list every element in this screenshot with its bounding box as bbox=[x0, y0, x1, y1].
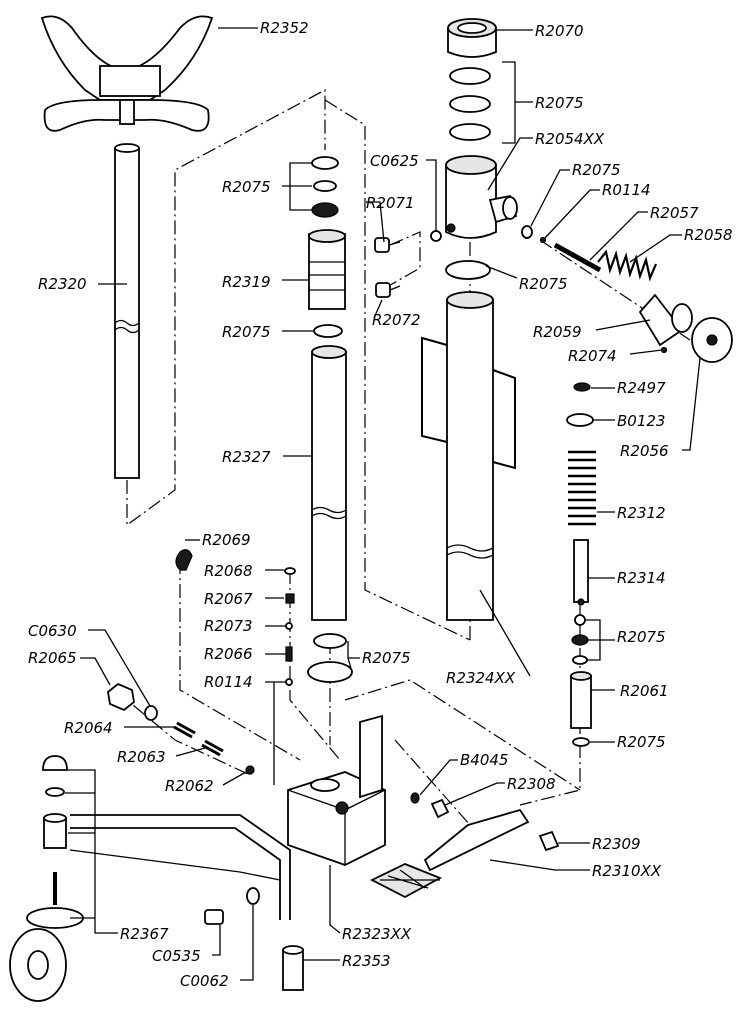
label-r2074: R2074 bbox=[568, 347, 617, 365]
part-b0123-washer bbox=[566, 413, 594, 427]
label-r2319: R2319 bbox=[222, 273, 271, 291]
label-r2327: R2327 bbox=[222, 448, 271, 466]
part-r2319-piston bbox=[308, 229, 346, 310]
part-r2312-spring bbox=[568, 450, 596, 526]
part-r2065-cap bbox=[107, 682, 135, 712]
part-r2323xx-base-block bbox=[69, 714, 386, 920]
label-r2075-e: R2075 bbox=[519, 275, 568, 293]
part-r2071-screw bbox=[374, 237, 401, 253]
part-r2056-knob bbox=[691, 317, 733, 363]
label-r2075-a: R2075 bbox=[535, 94, 584, 112]
part-b4045-r2308-r2309 bbox=[410, 792, 560, 852]
part-c0630-washer bbox=[144, 705, 158, 721]
label-r2057: R2057 bbox=[650, 204, 699, 222]
label-r2353: R2353 bbox=[342, 952, 391, 970]
leader-lines bbox=[65, 27, 701, 981]
label-r2312: R2312 bbox=[617, 504, 666, 522]
label-r2324xx: R2324XX bbox=[446, 669, 516, 687]
centerlines bbox=[114, 89, 691, 826]
label-r0114-a: R0114 bbox=[602, 181, 651, 199]
label-r2071: R2071 bbox=[366, 194, 415, 212]
part-r2310xx-pedal bbox=[369, 808, 530, 899]
label-r2309: R2309 bbox=[592, 835, 641, 853]
part-r0114-ball bbox=[539, 236, 547, 244]
part-r2074-ball bbox=[660, 346, 668, 354]
label-r2075-f: R2075 bbox=[617, 628, 666, 646]
part-r2061-valve bbox=[570, 671, 592, 729]
label-r2063: R2063 bbox=[117, 748, 166, 766]
label-r2062: R2062 bbox=[165, 777, 214, 795]
label-r0114-b: R0114 bbox=[204, 673, 253, 691]
label-r2075-d: R2075 bbox=[222, 323, 271, 341]
label-r2067: R2067 bbox=[204, 590, 253, 608]
part-r2058-spring bbox=[597, 249, 658, 282]
part-r2057-pin bbox=[553, 242, 602, 273]
label-r2070: R2070 bbox=[535, 22, 584, 40]
part-r2075-seals-right bbox=[571, 614, 589, 665]
label-r2059: R2059 bbox=[533, 323, 582, 341]
part-r2320-tube bbox=[114, 143, 140, 479]
part-r2075-seals-lower bbox=[307, 633, 353, 683]
label-r2075-g: R2075 bbox=[362, 649, 411, 667]
label-c0062: C0062 bbox=[180, 972, 229, 990]
label-b4045: B4045 bbox=[460, 751, 508, 769]
part-r2075-small-oring bbox=[521, 225, 533, 239]
part-r2070-nut bbox=[447, 18, 497, 58]
label-c0625: C0625 bbox=[370, 152, 419, 170]
part-r2075-orings-top bbox=[449, 67, 491, 141]
label-r2058: R2058 bbox=[684, 226, 733, 244]
part-r2367-caster bbox=[9, 755, 84, 1002]
part-r2352-saddle bbox=[40, 15, 214, 132]
part-labels: R2352 R2320 R2070 R2075 R2054XX C0625 R2… bbox=[28, 19, 733, 990]
part-r2072-screw bbox=[375, 282, 401, 298]
label-r2065: R2065 bbox=[28, 649, 77, 667]
label-c0535: C0535 bbox=[152, 947, 201, 965]
label-r2072: R2072 bbox=[372, 311, 421, 329]
part-r2497-clip bbox=[573, 382, 591, 392]
label-b0123: B0123 bbox=[617, 412, 665, 430]
part-r2075-oring-under-housing bbox=[445, 260, 491, 280]
part-r2068-r2066-small-parts bbox=[284, 567, 296, 686]
part-c0535-c0062-screw bbox=[204, 887, 260, 925]
label-r2075-c: R2075 bbox=[222, 178, 271, 196]
label-r2320: R2320 bbox=[38, 275, 87, 293]
label-r2497: R2497 bbox=[617, 379, 666, 397]
label-r2066: R2066 bbox=[204, 645, 253, 663]
part-c0625-washer bbox=[430, 230, 442, 242]
label-r2310xx: R2310XX bbox=[592, 862, 662, 880]
part-r2353-foot bbox=[282, 945, 304, 991]
label-r2069: R2069 bbox=[202, 531, 251, 549]
label-r2352: R2352 bbox=[260, 19, 309, 37]
label-r2056: R2056 bbox=[620, 442, 669, 460]
part-r2064-r2063-springs bbox=[173, 721, 224, 757]
label-r2054xx: R2054XX bbox=[535, 130, 605, 148]
label-r2323xx: R2323XX bbox=[342, 925, 412, 943]
label-r2314: R2314 bbox=[617, 569, 666, 587]
label-r2075-h: R2075 bbox=[617, 733, 666, 751]
part-r2324xx-outer-tube bbox=[421, 291, 516, 621]
part-r2059-sleeve bbox=[638, 293, 693, 347]
part-r2327-cylinder bbox=[311, 345, 347, 621]
part-r2069-fitting bbox=[175, 549, 193, 571]
label-r2061: R2061 bbox=[620, 682, 669, 700]
part-r2075-seals-upper bbox=[311, 156, 339, 218]
part-r2075-seal-bottom-right bbox=[572, 737, 590, 747]
part-r2054xx-housing bbox=[445, 155, 518, 239]
part-r2314-plunger bbox=[573, 539, 589, 606]
label-r2073: R2073 bbox=[204, 617, 253, 635]
part-r2075-seal-mid bbox=[313, 324, 343, 338]
label-r2308: R2308 bbox=[507, 775, 556, 793]
label-r2068: R2068 bbox=[204, 562, 253, 580]
label-r2075-b: R2075 bbox=[572, 161, 621, 179]
label-c0630: C0630 bbox=[28, 622, 77, 640]
label-r2064: R2064 bbox=[64, 719, 113, 737]
part-r2062-ball bbox=[245, 765, 255, 775]
label-r2367: R2367 bbox=[120, 925, 169, 943]
